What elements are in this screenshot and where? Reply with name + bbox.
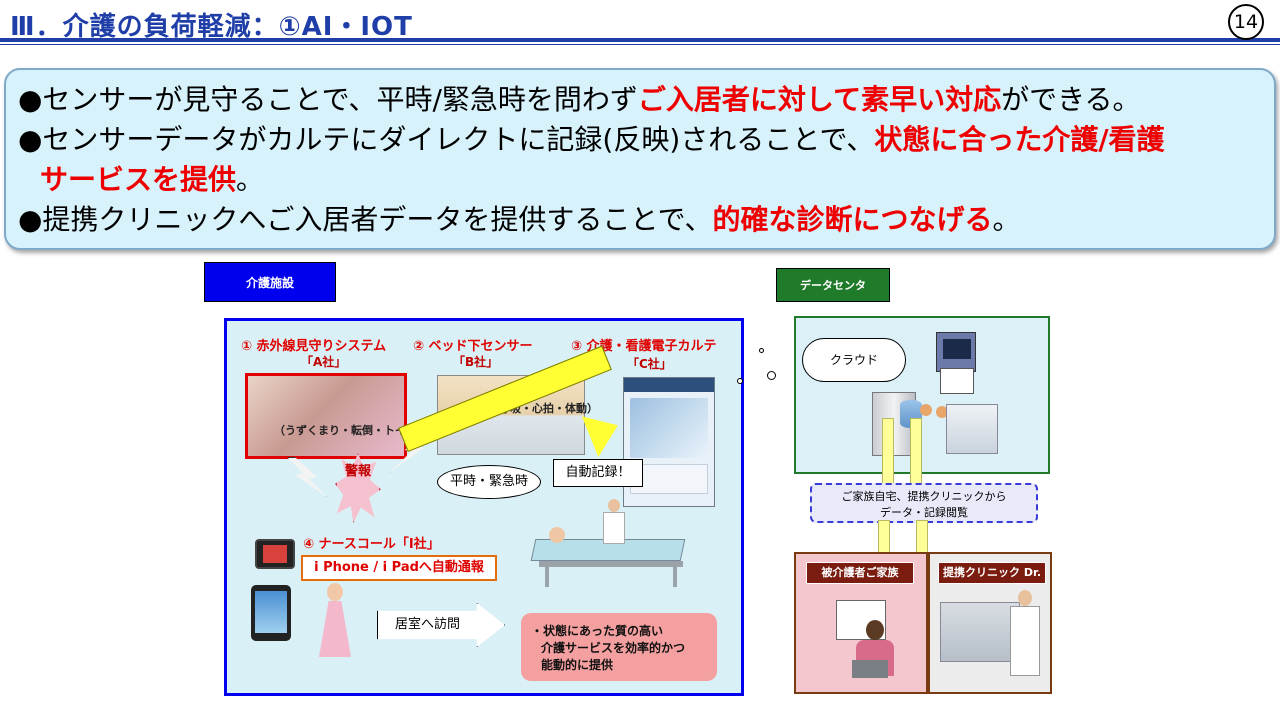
doctor-illustration bbox=[1008, 590, 1042, 682]
family-member-head bbox=[866, 620, 884, 640]
connector-dot bbox=[737, 378, 743, 384]
outcome-line-3: 能動的に提供 bbox=[541, 658, 614, 672]
alarm-label: 警報 bbox=[344, 464, 371, 479]
item2-vendor: 「B社」 bbox=[453, 355, 499, 369]
electronic-chart-photo bbox=[623, 377, 715, 507]
connector-dot bbox=[767, 371, 776, 380]
summary-line-4-text: ●提携クリニックへご入居者データを提供することで、 bbox=[18, 203, 713, 236]
visit-label: 居室へ訪問 bbox=[395, 617, 461, 632]
title-underline bbox=[0, 38, 1280, 42]
infrared-room-photo: （うずくまり・転倒・トイレ異常） bbox=[245, 373, 450, 459]
hospital-building-icon bbox=[946, 404, 998, 454]
item1-title: ① 赤外線見守りシステム bbox=[241, 339, 387, 354]
smartphone-icon bbox=[255, 539, 295, 569]
datacenter-panel: クラウド bbox=[794, 316, 1050, 474]
caregiver-body bbox=[603, 512, 625, 544]
record-access-line-2: データ・記録閲覧 bbox=[880, 506, 968, 519]
laptop-icon bbox=[852, 660, 888, 678]
facility-label: 介護施設 bbox=[204, 262, 336, 302]
family-panel: 被介護者ご家族 bbox=[794, 552, 928, 694]
summary-line-4-emphasis: 的確な診断につなげる bbox=[712, 203, 993, 236]
monitor-icon bbox=[936, 332, 976, 372]
upload-arrow bbox=[910, 418, 922, 488]
patient-head bbox=[549, 527, 565, 543]
item2-title: ② ベッド下センサー bbox=[413, 339, 533, 354]
doctor-head bbox=[1018, 590, 1032, 606]
summary-line-2-text: ●センサーデータがカルテにダイレクトに記録(反映)されることで、 bbox=[18, 123, 875, 156]
datacenter-label: データセンタ bbox=[776, 268, 890, 302]
outcome-line-2: 介護サービスを効率的かつ bbox=[541, 641, 686, 655]
upload-arrow bbox=[882, 418, 894, 488]
auto-record-callout: 自動記録！ bbox=[553, 459, 643, 487]
summary-line-1-text: ●センサーが見守ることで、平時/緊急時を問わず bbox=[18, 83, 638, 116]
nurse-head bbox=[327, 583, 343, 601]
clinic-label: 提携クリニック Dr. bbox=[938, 562, 1046, 584]
summary-line-3-tail: 。 bbox=[236, 163, 265, 196]
summary-line-2: ●センサーデータがカルテにダイレクトに記録(反映)されることで、状態に合った介護… bbox=[18, 120, 1262, 160]
summary-line-2-emphasis: 状態に合った介護/看護 bbox=[874, 123, 1165, 156]
caregiver-head bbox=[608, 499, 620, 512]
record-access-line-1: ご家族自宅、提携クリニックから bbox=[841, 490, 1007, 503]
patient-bed-illustration bbox=[523, 517, 689, 589]
auto-notify-box: i Phone / i Padへ自動通報 bbox=[301, 555, 497, 581]
summary-line-1-emphasis: ご入居者に対して素早い対応 bbox=[637, 83, 1002, 116]
record-access-box: ご家族自宅、提携クリニックから データ・記録閲覧 bbox=[810, 483, 1038, 523]
bed-leg bbox=[673, 567, 677, 587]
item1-vendor: 「A社」 bbox=[301, 355, 347, 369]
summary-line-1: ●センサーが見守ることで、平時/緊急時を問わずご入居者に対して素早い対応ができる… bbox=[18, 80, 1262, 120]
item3-title: ③ 介護・看護電子カルテ bbox=[571, 339, 717, 354]
title-underline-thin bbox=[0, 44, 1280, 45]
document-icon bbox=[940, 368, 974, 394]
clinic-panel: 提携クリニック Dr. bbox=[928, 552, 1052, 694]
facility-panel: ① 赤外線見守りシステム 「A社」 ② ベッド下センサー 「B社」 ③ 介護・看… bbox=[224, 318, 744, 696]
tablet-icon bbox=[251, 585, 291, 641]
summary-line-3-emphasis: サービスを提供 bbox=[40, 163, 237, 196]
summary-line-4-tail: 。 bbox=[992, 203, 1021, 236]
normal-emergency-callout: 平時・緊急時 bbox=[437, 465, 541, 499]
outcome-box: ・状態にあった質の高い 介護サービスを効率的かつ 能動的に提供 bbox=[521, 613, 717, 681]
page-title: Ⅲ．介護の負荷軽減：①AI・IOT bbox=[10, 12, 413, 42]
family-label: 被介護者ご家族 bbox=[806, 562, 914, 584]
users-icon bbox=[918, 404, 952, 430]
summary-line-3: サービスを提供。 bbox=[18, 160, 1262, 200]
bed-leg bbox=[545, 567, 549, 587]
summary-line-1-tail: ができる。 bbox=[1001, 83, 1141, 116]
cloud-callout: クラウド bbox=[802, 338, 906, 382]
summary-box: ●センサーが見守ることで、平時/緊急時を問わずご入居者に対して素早い対応ができる… bbox=[4, 68, 1276, 250]
data-flow-arrow-head bbox=[581, 404, 627, 458]
nurse-illustration bbox=[315, 583, 355, 665]
chart-screen-image bbox=[630, 398, 708, 458]
page-number: 14 bbox=[1228, 4, 1264, 40]
bed-frame bbox=[539, 561, 683, 567]
doctor-coat bbox=[1010, 606, 1040, 676]
nurse-body bbox=[319, 601, 351, 657]
lightning-bolt-icon bbox=[287, 457, 327, 497]
item4-title: ④ ナースコール「I社」 bbox=[303, 537, 440, 552]
caregiver-illustration bbox=[601, 499, 627, 545]
outcome-line-1: ・状態にあった質の高い bbox=[531, 624, 664, 638]
connector-dot bbox=[759, 348, 764, 353]
item3-vendor: 「C社」 bbox=[627, 357, 672, 371]
summary-line-4: ●提携クリニックへご入居者データを提供することで、的確な診断につなげる。 bbox=[18, 200, 1262, 240]
